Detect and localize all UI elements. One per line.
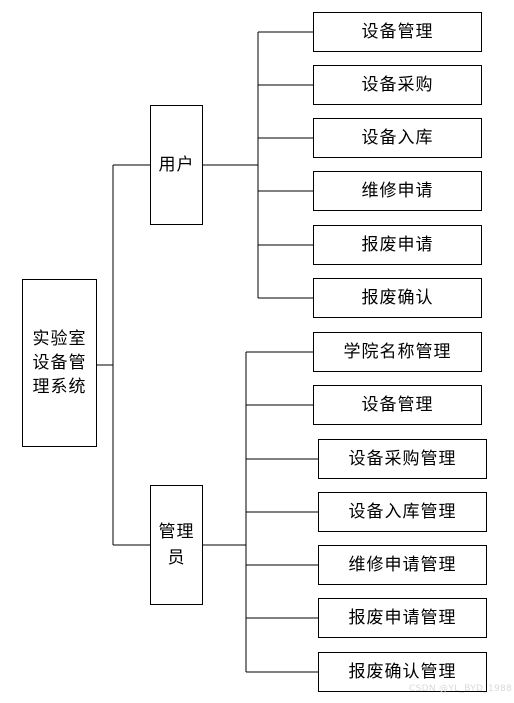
branch-node-admin: 管理员 [150, 485, 203, 605]
branch-node-user: 用户 [150, 105, 203, 225]
user-function-node: 报废申请 [313, 225, 482, 265]
root-node: 实验室设备管理系统 [22, 279, 97, 447]
admin-function-label: 设备管理 [361, 394, 434, 415]
branch-node-admin-label: 管理员 [158, 522, 195, 568]
admin-function-label: 报废申请管理 [348, 607, 457, 628]
admin-function-label: 学院名称管理 [343, 341, 452, 362]
user-function-label: 设备入库 [361, 127, 434, 148]
user-function-label: 设备采购 [361, 74, 434, 95]
branch-node-user-label: 用户 [158, 154, 195, 175]
admin-function-node: 设备入库管理 [318, 492, 487, 532]
user-function-node: 设备入库 [313, 118, 482, 158]
admin-function-label: 设备采购管理 [348, 448, 457, 469]
admin-function-node: 学院名称管理 [313, 332, 482, 372]
user-function-label: 维修申请 [361, 180, 434, 201]
root-node-label: 实验室设备管理系统 [32, 329, 87, 397]
watermark-text: CSDN @YL_BYD_1988 [409, 684, 513, 694]
user-function-label: 报废申请 [361, 234, 434, 255]
user-function-label: 报废确认 [361, 287, 434, 308]
admin-function-label: 报废确认管理 [348, 661, 457, 682]
admin-function-node: 设备采购管理 [318, 439, 487, 479]
admin-function-label: 维修申请管理 [348, 554, 457, 575]
user-function-node: 报废确认 [313, 278, 482, 318]
user-function-node: 设备采购 [313, 65, 482, 105]
user-function-node: 设备管理 [313, 12, 482, 52]
admin-function-node: 报废确认管理 [318, 652, 487, 692]
admin-function-label: 设备入库管理 [348, 501, 457, 522]
admin-function-node: 报废申请管理 [318, 598, 487, 638]
user-function-label: 设备管理 [361, 21, 434, 42]
admin-function-node: 设备管理 [313, 385, 482, 425]
admin-function-node: 维修申请管理 [318, 545, 487, 585]
user-function-node: 维修申请 [313, 171, 482, 211]
